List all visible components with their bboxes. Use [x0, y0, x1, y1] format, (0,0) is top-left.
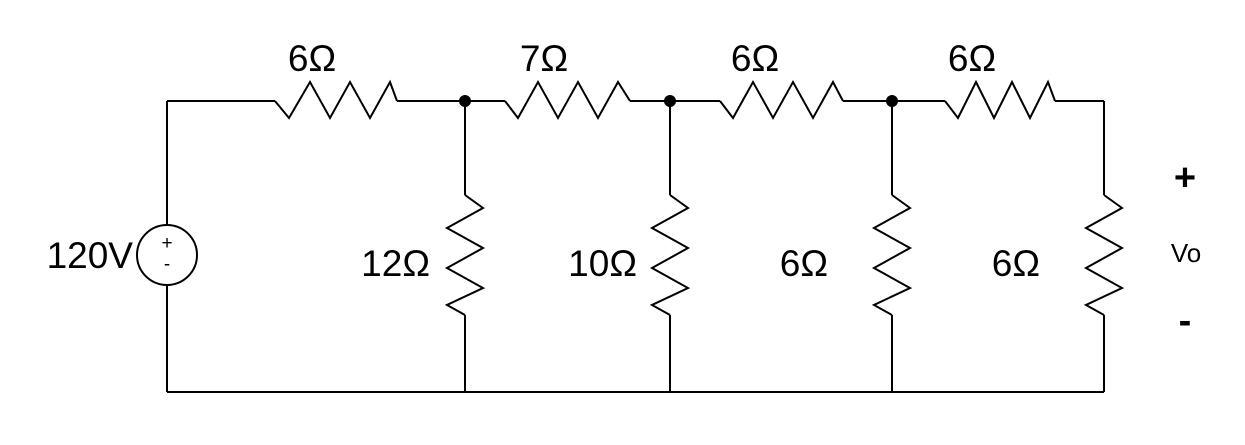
- series-resistor-4-label: 6Ω: [948, 38, 996, 79]
- source-minus-sign: -: [164, 254, 170, 275]
- junction-node-2: [664, 95, 676, 107]
- shunt-resistor-2-label: 10Ω: [568, 243, 637, 284]
- shunt-resistor-3-label: 6Ω: [780, 243, 828, 284]
- source-voltage-label: 120V: [47, 235, 134, 276]
- series-resistor-4: [944, 79, 1056, 121]
- output-plus-sign: +: [1174, 157, 1196, 199]
- series-resistor-2: [504, 79, 631, 121]
- source-plus-sign: +: [161, 233, 172, 254]
- shunt-resistor-1: [444, 194, 486, 316]
- shunt-resistor-2: [649, 194, 691, 316]
- shunt-resistor-4-label: 6Ω: [992, 243, 1040, 284]
- series-resistor-1: [274, 79, 398, 121]
- junction-node-3: [886, 95, 898, 107]
- voltage-source: + -: [136, 224, 198, 286]
- output-minus-sign: -: [1179, 300, 1192, 342]
- series-resistor-1-label: 6Ω: [288, 38, 336, 79]
- output-voltage-label: Vo: [1171, 238, 1201, 268]
- wires: [166, 100, 1105, 393]
- shunt-resistor-3: [871, 194, 913, 316]
- series-resistor-3: [719, 79, 844, 121]
- series-resistor-3-label: 6Ω: [731, 38, 779, 79]
- junction-node-1: [459, 95, 471, 107]
- shunt-resistor-4: [1083, 194, 1125, 316]
- voltage-source-circle: [136, 224, 198, 286]
- shunt-resistor-1-label: 12Ω: [361, 243, 430, 284]
- series-resistor-2-label: 7Ω: [520, 38, 568, 79]
